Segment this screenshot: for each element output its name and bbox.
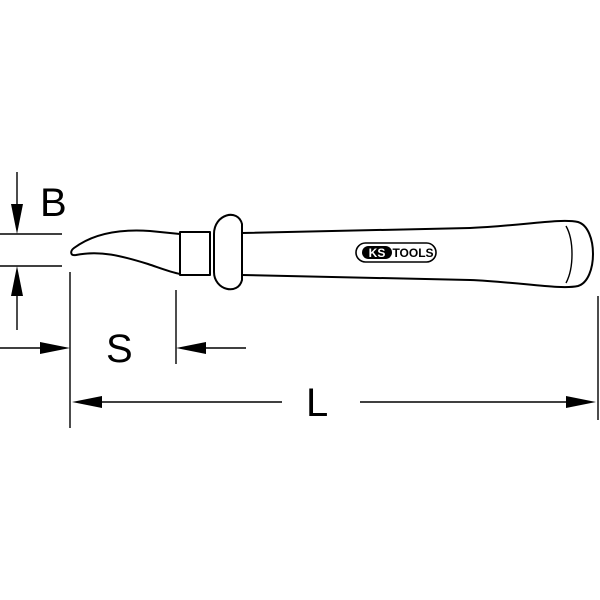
label-s: S (106, 327, 133, 371)
ks-tools-logo: KS TOOLS (355, 242, 437, 263)
label-b: B (40, 181, 67, 225)
arrow-s-right (176, 342, 206, 354)
arrow-l-right (566, 396, 596, 408)
logo-text-ks: KS (369, 246, 386, 260)
dimension-b: B (0, 172, 67, 330)
arrow-s-left (40, 342, 70, 354)
arrow-b-top (11, 204, 23, 234)
knife-handle (241, 219, 594, 289)
logo-ks-badge (362, 246, 392, 259)
dimension-s: S (0, 272, 246, 428)
knife-blade (70, 229, 181, 275)
knife (70, 213, 594, 291)
knife-handle-end-line (565, 225, 573, 284)
arrow-l-left (72, 396, 102, 408)
label-l: L (306, 381, 328, 425)
arrow-b-bottom (11, 266, 23, 296)
dimension-l: L (72, 296, 599, 425)
logo-text-tools: TOOLS (392, 246, 433, 260)
knife-finger-guard (213, 213, 243, 291)
knife-ferrule (179, 231, 211, 276)
